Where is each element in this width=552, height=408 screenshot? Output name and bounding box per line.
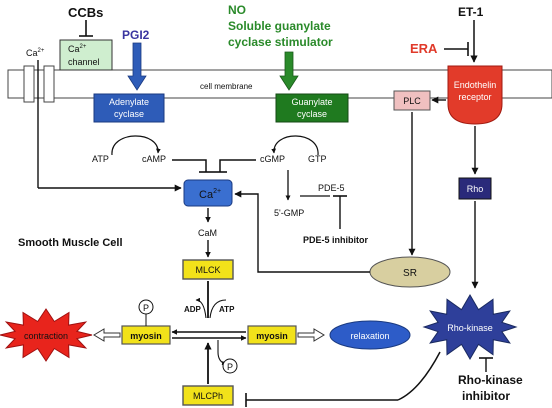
adp-label: ADP	[184, 305, 202, 314]
calcium-channel-label-line2: channel	[68, 57, 100, 67]
camp-label: cAMP	[142, 154, 166, 164]
guanylate-cyclase-box	[275, 93, 349, 123]
no-arrow	[279, 51, 299, 91]
mlcph-box	[182, 385, 234, 406]
extracellular-calcium-label: Ca2+	[26, 48, 45, 58]
no-label: NO	[228, 3, 246, 17]
pgi2-label: PGI2	[122, 28, 150, 42]
rho-kinase-inhibitor-label-line2: inhibitor	[462, 389, 510, 403]
intracellular-calcium-label: Ca2+	[199, 188, 221, 201]
sgc-stimulator-label-line1: Soluble guanylate	[228, 19, 331, 33]
calcium-channel-label-line1: Ca2+	[68, 44, 87, 54]
membrane-channel-left-2	[43, 65, 55, 103]
endothelin-receptor	[447, 65, 503, 125]
to-relaxation-arrow	[297, 328, 325, 342]
adenylate-cyclase-label-line1: Adenylate	[109, 97, 149, 107]
pgi2-arrow	[127, 42, 147, 91]
adp-curve	[195, 297, 207, 319]
five-gmp-label: 5'-GMP	[274, 208, 304, 218]
et1-label: ET-1	[458, 5, 484, 19]
cgmp-inhibit-line	[219, 159, 256, 172]
myosin-phosphorylated-label: myosin	[130, 331, 162, 341]
myosin-box	[247, 325, 297, 345]
endothelin-receptor-label-line2: receptor	[458, 92, 491, 102]
pde5-inhibitor-label: PDE-5 inhibitor	[303, 235, 368, 245]
rho-kinase-label: Rho-kinase	[447, 323, 493, 333]
adenylate-cyclase-box	[93, 93, 165, 123]
smooth-muscle-cell-label: Smooth Muscle Cell	[18, 237, 123, 249]
rho-kinase-inhibitor-label-line1: Rho-kinase	[458, 373, 523, 387]
mlck-label: MLCK	[195, 265, 220, 275]
atp2-label: ATP	[219, 305, 235, 314]
cgmp-label: cGMP	[260, 154, 285, 164]
rho-kinase-to-mlcph-curve	[397, 351, 441, 401]
phosphate-left-label: P	[143, 303, 149, 313]
sr-label: SR	[403, 268, 417, 279]
relaxation-label: relaxation	[350, 331, 389, 341]
intracellular-calcium-box	[183, 179, 233, 207]
guanylate-cyclase-label-line1: Guanylate	[291, 97, 332, 107]
atp-to-camp-arrow	[111, 135, 161, 156]
calcium-channel-box	[59, 39, 113, 71]
gtp-label: GTP	[308, 154, 327, 164]
myosin-label: myosin	[256, 331, 288, 341]
atp-curve	[209, 299, 227, 319]
plc-label: PLC	[403, 96, 421, 106]
pde5-label: PDE-5	[318, 183, 345, 193]
camp-inhibit-line	[172, 159, 207, 172]
mlck-box	[182, 259, 234, 280]
phosphate-right-circle	[222, 358, 238, 374]
cell-membrane-label: cell membrane	[200, 82, 253, 91]
mlcph-label: MLCPh	[193, 391, 223, 401]
membrane-channel-left-1	[23, 65, 35, 103]
guanylate-cyclase-label-line2: cyclase	[297, 109, 327, 119]
adenylate-cyclase-label-line2: cyclase	[114, 109, 144, 119]
atp-label: ATP	[92, 154, 109, 164]
rho-label: Rho	[467, 184, 484, 194]
contraction-burst	[0, 308, 93, 362]
plc-box	[393, 90, 431, 111]
gtp-to-cgmp-arrow	[271, 135, 319, 156]
sr-to-calcium-arrow	[234, 190, 370, 273]
endothelin-receptor-label-line1: Endothelin	[454, 80, 497, 90]
relaxation-ellipse	[329, 320, 411, 350]
cam-label: CaM	[198, 228, 217, 238]
ccbs-label: CCBs	[68, 5, 103, 20]
phosphate-right-label: P	[227, 362, 233, 372]
rho-kinase-burst	[422, 294, 518, 360]
to-contraction-arrow	[93, 328, 121, 342]
sgc-stimulator-label-line2: cyclase stimulator	[228, 35, 333, 49]
era-label: ERA	[410, 41, 438, 56]
rho-box	[458, 177, 492, 200]
contraction-label: contraction	[24, 331, 68, 341]
